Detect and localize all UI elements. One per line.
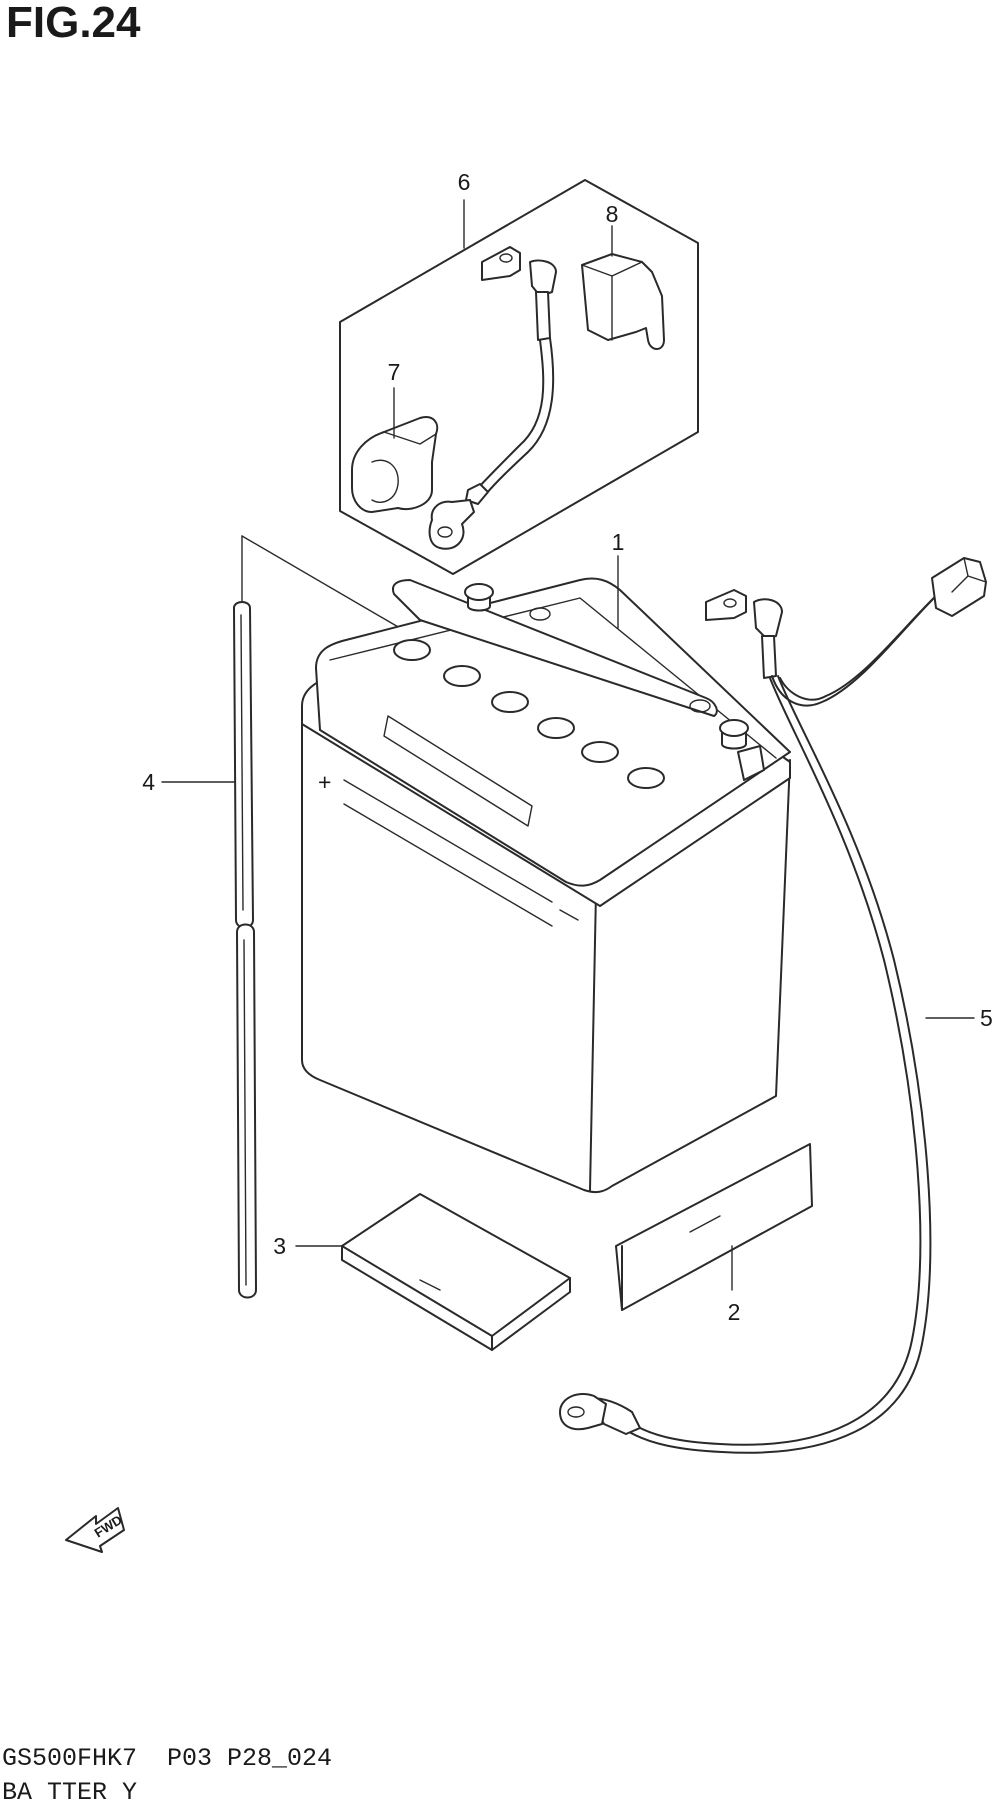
part-4-breather-hose <box>161 535 401 1299</box>
callout-8: 8 <box>606 201 619 227</box>
callout-2: 2 <box>728 1299 741 1325</box>
callout-4: 4 <box>142 769 155 795</box>
part-2-pad <box>615 1143 813 1311</box>
callout-7: 7 <box>388 359 401 385</box>
figure-caption: BA TTER Y <box>2 1778 138 1807</box>
callout-labels: 1 2 3 4 5 6 7 8 <box>142 169 993 1325</box>
callout-3: 3 <box>273 1233 286 1259</box>
part-3-pad <box>295 1193 571 1351</box>
battery-terminals <box>464 583 765 781</box>
callout-leaders-inset <box>393 199 613 439</box>
model-code: GS500FHK7 P03 P28_024 <box>2 1744 333 1773</box>
part-1-battery: + <box>301 555 791 1194</box>
svg-text:+: + <box>318 769 331 795</box>
part-7-terminal-cover <box>351 416 439 513</box>
part-8-terminal-cover <box>581 253 665 350</box>
callout-5: 5 <box>980 1005 993 1031</box>
part-5-negative-lead <box>559 557 987 1454</box>
callout-1: 1 <box>612 529 625 555</box>
inset-box-part-6 <box>339 179 699 575</box>
figure-title: FIG.24 <box>6 0 141 47</box>
callout-6: 6 <box>458 169 471 195</box>
fwd-arrow-icon: FWD <box>65 1507 125 1553</box>
part-6-positive-lead <box>428 246 557 550</box>
vent-caps <box>393 639 665 789</box>
